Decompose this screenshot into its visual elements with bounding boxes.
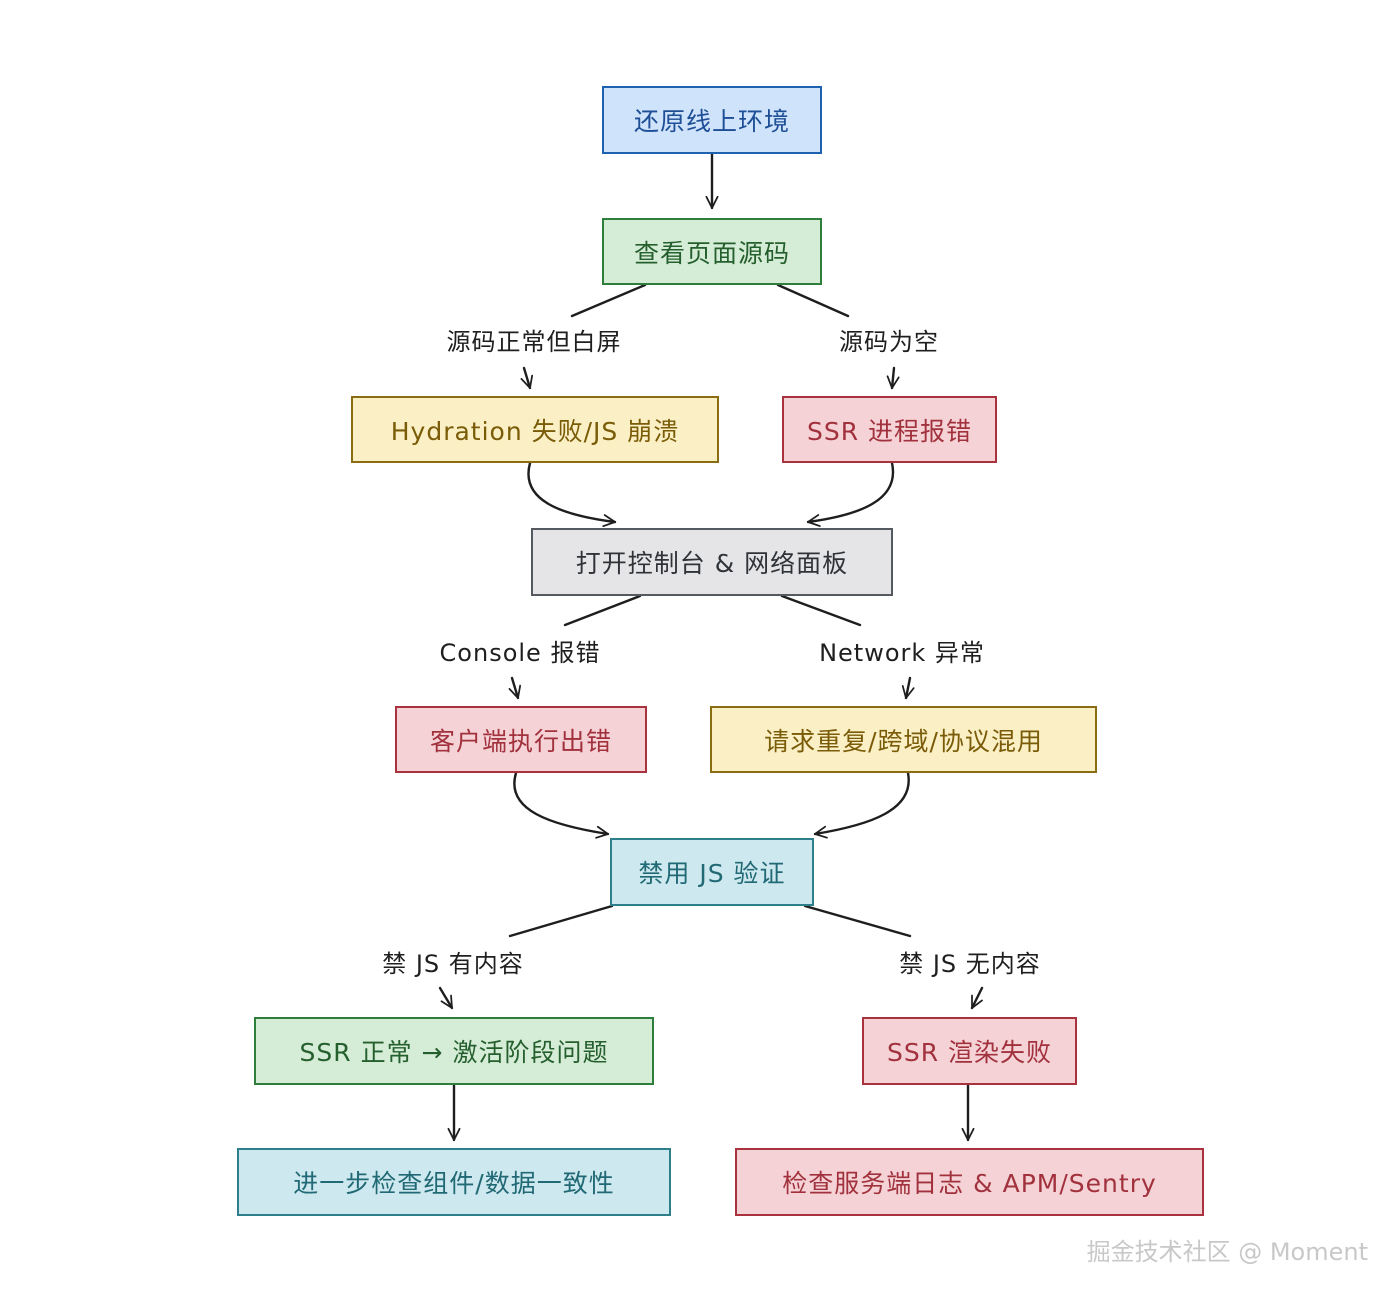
edge-label-source-empty: 源码为空 — [839, 328, 939, 356]
edge-hydration-to-console — [527, 461, 617, 528]
node-open-console: 打开控制台 & 网络面板 — [531, 528, 893, 596]
watermark: 掘金技术社区 @ Moment — [1086, 1238, 1368, 1266]
edge-console-to-request-bottom — [901, 676, 915, 700]
edge-client-to-nojs — [513, 771, 610, 839]
edge-console-to-client-bottom — [508, 676, 522, 700]
edge-source-to-hydration-bottom — [520, 366, 534, 390]
edge-source-to-ssr-bottom — [886, 366, 900, 390]
node-disable-js: 禁用 JS 验证 — [610, 838, 814, 906]
edge-nojs-to-fail-bottom — [970, 986, 984, 1010]
node-ssr-ok-hydration: SSR 正常 → 激活阶段问题 — [254, 1017, 654, 1085]
node-ssr-process-error: SSR 进程报错 — [782, 396, 997, 463]
node-hydration-fail: Hydration 失败/JS 崩溃 — [351, 396, 719, 463]
edge-label-nojs-no-content: 禁 JS 无内容 — [899, 950, 1041, 978]
edge-label-network-error: Network 异常 — [819, 639, 985, 667]
edge-console-to-client-top — [563, 594, 642, 627]
edge-label-source-ok-white: 源码正常但白屏 — [446, 328, 622, 356]
node-restore-env: 还原线上环境 — [602, 86, 822, 154]
edge-label-console-error: Console 报错 — [439, 639, 601, 667]
edge-request-to-nojs — [813, 771, 910, 839]
edge-nojs-to-ok-bottom — [438, 986, 454, 1010]
node-check-component-data: 进一步检查组件/数据一致性 — [237, 1148, 671, 1216]
edge-source-to-hydration-top — [570, 283, 647, 318]
node-request-issues: 请求重复/跨域/协议混用 — [710, 706, 1097, 773]
edge-label-nojs-has-content: 禁 JS 有内容 — [382, 950, 524, 978]
edge-console-to-request-top — [780, 594, 862, 627]
edge-ssr-to-console — [806, 461, 895, 527]
node-check-server-logs: 检查服务端日志 & APM/Sentry — [735, 1148, 1204, 1216]
node-ssr-render-fail: SSR 渲染失败 — [862, 1017, 1077, 1085]
edge-source-to-ssr-top — [776, 283, 850, 318]
node-view-source: 查看页面源码 — [602, 218, 822, 285]
node-client-exec-error: 客户端执行出错 — [395, 706, 647, 773]
edge-nojs-to-fail-top — [803, 904, 912, 938]
edge-nojs-to-ok-top — [508, 904, 614, 938]
